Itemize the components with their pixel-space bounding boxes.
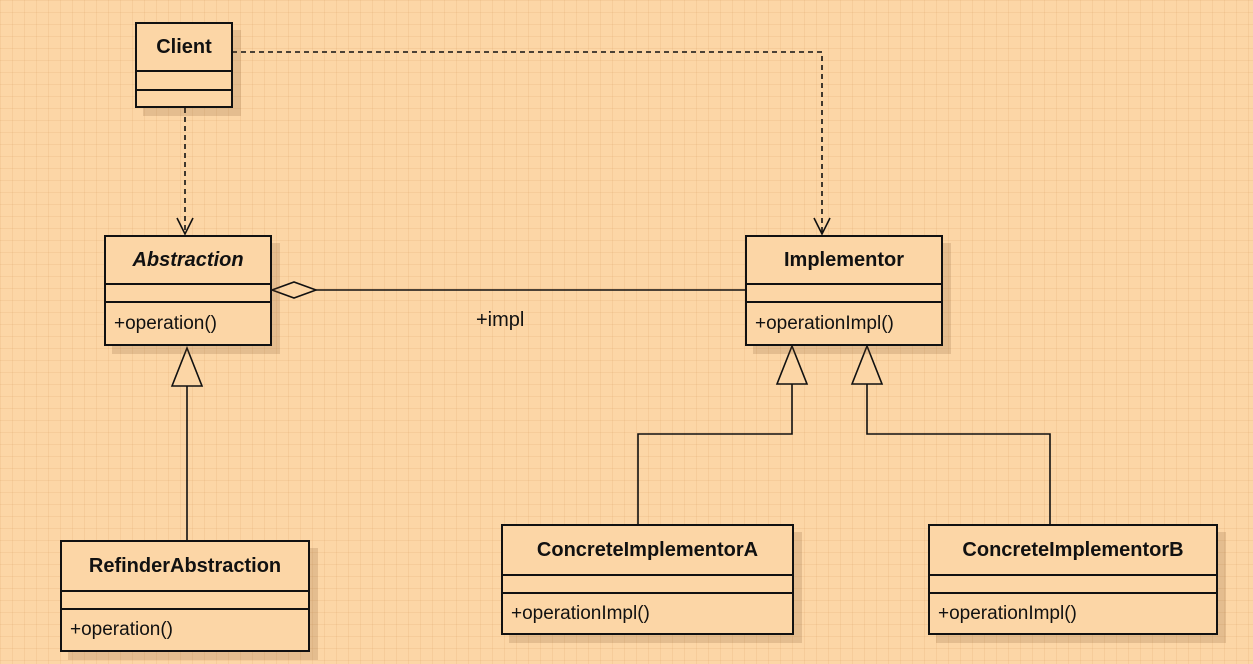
- class-implementor-attributes: [747, 285, 941, 303]
- dependency-arrowhead-abstraction: [176, 217, 194, 236]
- class-implementor-name: Implementor: [747, 237, 941, 285]
- generalization-concrete-a: [637, 384, 793, 524]
- class-concrete-implementor-a-operation: +operationImpl(): [511, 602, 650, 624]
- generalization-triangle-abstraction: [170, 345, 204, 387]
- class-implementor[interactable]: Implementor +operationImpl(): [745, 235, 943, 346]
- dependency-arrowhead-implementor: [813, 217, 831, 236]
- class-concrete-implementor-b-operation: +operationImpl(): [938, 602, 1077, 624]
- class-concrete-implementor-b-attributes: [930, 576, 1216, 594]
- class-abstraction-attributes: [106, 285, 270, 303]
- class-concrete-implementor-a-attributes: [503, 576, 792, 594]
- class-client-name: Client: [137, 24, 231, 72]
- class-abstraction-name: Abstraction: [106, 237, 270, 285]
- class-abstraction[interactable]: Abstraction +operation(): [104, 235, 272, 346]
- class-refinder-abstraction[interactable]: RefinderAbstraction +operation(): [60, 540, 310, 652]
- class-client-operations: [137, 91, 231, 106]
- class-client-attributes: [137, 72, 231, 91]
- class-refinder-abstraction-operation: +operation(): [70, 619, 173, 640]
- generalization-triangle-b: [850, 343, 884, 385]
- class-refinder-abstraction-name: RefinderAbstraction: [62, 542, 308, 592]
- class-refinder-abstraction-attributes: [62, 592, 308, 610]
- class-abstraction-operation: +operation(): [114, 312, 217, 334]
- class-concrete-implementor-a[interactable]: ConcreteImplementorA +operationImpl(): [501, 524, 794, 635]
- aggregation-label: +impl: [476, 309, 525, 331]
- dependency-client-implementor: [232, 51, 823, 232]
- generalization-triangle-a: [775, 343, 809, 385]
- aggregation-diamond: [269, 281, 319, 299]
- class-client[interactable]: Client: [135, 22, 233, 108]
- generalization-concrete-b: [866, 384, 1051, 524]
- class-concrete-implementor-b-name: ConcreteImplementorB: [930, 526, 1216, 576]
- class-implementor-operation: +operationImpl(): [755, 312, 894, 334]
- class-concrete-implementor-a-name: ConcreteImplementorA: [503, 526, 792, 576]
- class-concrete-implementor-b[interactable]: ConcreteImplementorB +operationImpl(): [928, 524, 1218, 635]
